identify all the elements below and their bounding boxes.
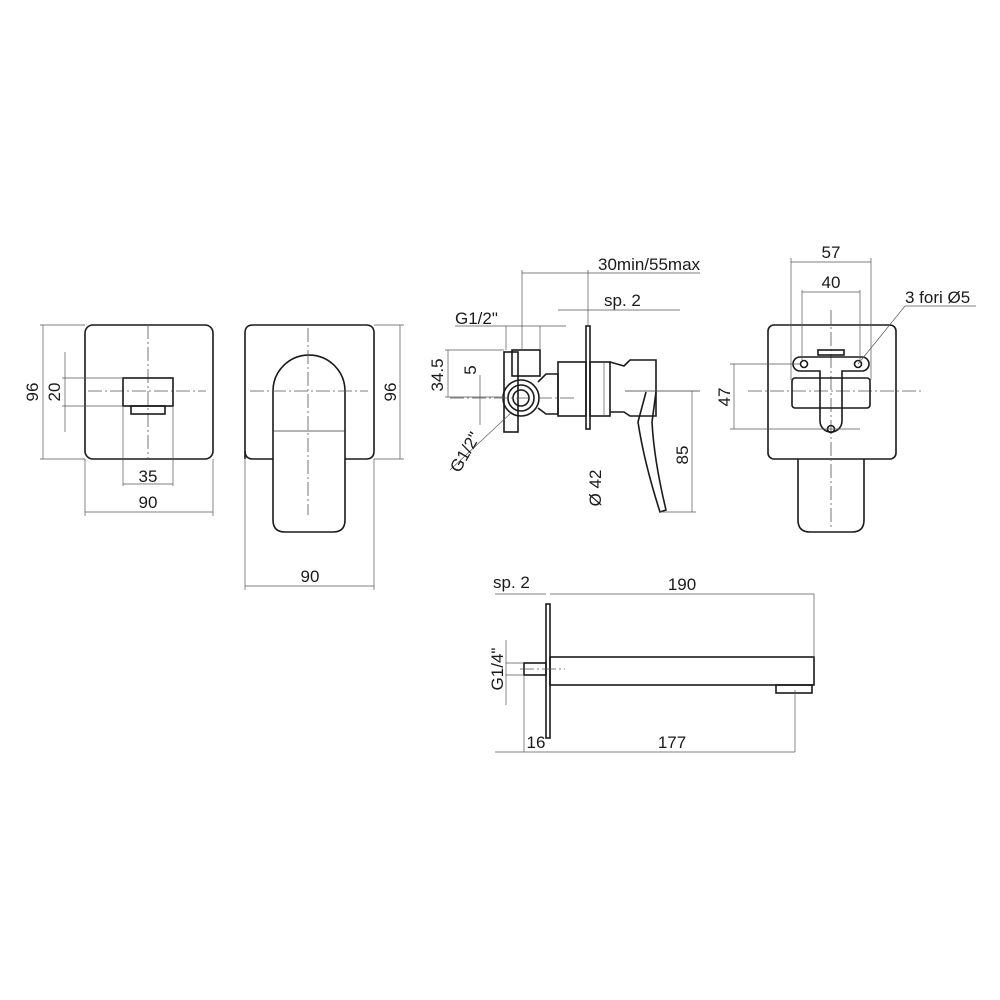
front-lever-width-label: 90 bbox=[301, 567, 320, 586]
front-plate-width-label: 90 bbox=[139, 493, 158, 512]
front-plate-inner-height-label: 20 bbox=[45, 383, 64, 402]
side-inlet-top-label: G1/2" bbox=[455, 309, 498, 328]
spout-rear-label: 16 bbox=[527, 733, 546, 752]
front-plate-height-label: 96 bbox=[23, 383, 42, 402]
side-lever-height-label: 85 bbox=[673, 446, 692, 465]
side-diameter-label: Ø 42 bbox=[586, 470, 605, 507]
spout-thickness-label: sp. 2 bbox=[493, 573, 530, 592]
side-section-view: 30min/55max sp. 2 G1/2" 34.5 5 G1/2" Ø 4… bbox=[428, 255, 701, 514]
side-small-dim-label: 5 bbox=[461, 365, 480, 374]
rear-holes-label: 3 fori Ø5 bbox=[905, 288, 970, 307]
front-plate-view: 96 20 35 90 bbox=[23, 324, 214, 516]
rear-outer-width-label: 57 bbox=[822, 243, 841, 262]
side-inlet-bottom-label: G1/2" bbox=[446, 429, 484, 476]
spout-side-view: sp. 2 190 G1/4" 16 177 bbox=[488, 573, 815, 753]
spout-thread-label: G1/4" bbox=[488, 648, 507, 691]
front-plate-inner-width-label: 35 bbox=[139, 467, 158, 486]
front-lever-height-label: 96 bbox=[381, 383, 400, 402]
side-offset-label: 34.5 bbox=[428, 358, 447, 391]
spout-length-label: 190 bbox=[668, 575, 696, 594]
side-depth-label: 30min/55max bbox=[598, 255, 701, 274]
front-lever-view: 96 90 bbox=[244, 324, 404, 590]
rear-height-label: 47 bbox=[715, 388, 734, 407]
rear-body-view: 57 40 3 fori Ø5 47 bbox=[715, 243, 976, 533]
side-thickness-label: sp. 2 bbox=[604, 291, 641, 310]
rear-inner-width-label: 40 bbox=[822, 273, 841, 292]
spout-projection-label: 177 bbox=[658, 733, 686, 752]
